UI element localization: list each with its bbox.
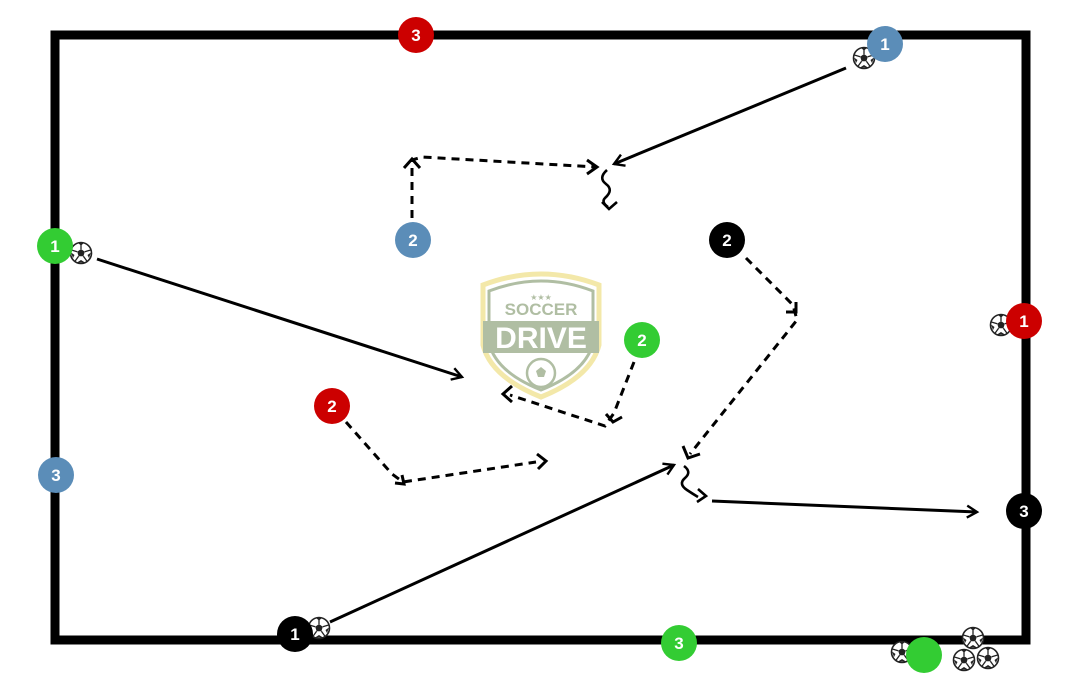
player-green-1: 1 — [37, 228, 73, 264]
player-blue-3: 3 — [38, 457, 74, 493]
player-black-3: 3 — [1006, 493, 1042, 529]
dribble-top — [600, 169, 612, 209]
pass-green1-to-center — [96, 257, 462, 377]
pass-dribble-to-black3 — [711, 499, 977, 512]
svg-text:3: 3 — [1019, 502, 1028, 521]
svg-text:2: 2 — [327, 397, 336, 416]
ball-corner-c — [952, 648, 976, 672]
player-red-2: 2 — [314, 388, 350, 424]
player-blue-1: 1 — [867, 26, 903, 62]
ball-corner-d — [976, 646, 1000, 670]
svg-text:1: 1 — [290, 625, 299, 644]
player-red-1: 1 — [1006, 303, 1042, 339]
svg-text:3: 3 — [674, 634, 683, 653]
dribble-bottom — [680, 464, 699, 499]
player-black-1: 1 — [277, 616, 313, 652]
svg-text:3: 3 — [51, 466, 60, 485]
svg-text:1: 1 — [1019, 312, 1028, 331]
svg-text:2: 2 — [408, 231, 417, 250]
svg-text:1: 1 — [880, 35, 889, 54]
run-red2 — [344, 421, 537, 484]
player-red-3-top: 3 — [398, 17, 434, 53]
player-green-3: 3 — [661, 625, 697, 661]
run-black2 — [688, 256, 799, 455]
player-green-extra — [906, 637, 942, 673]
player-black-2: 2 — [709, 222, 745, 258]
ball-corner-b — [961, 626, 985, 650]
ball-green-1 — [69, 241, 93, 265]
player-green-2: 2 — [624, 322, 660, 358]
logo-word-soccer: SOCCER — [505, 300, 578, 319]
soccer-drive-logo: ★★★ SOCCER DRIVE — [480, 271, 602, 400]
svg-text:2: 2 — [637, 331, 646, 350]
player-blue-2: 2 — [395, 222, 431, 258]
svg-text:1: 1 — [50, 237, 59, 256]
run-blue2 — [410, 155, 597, 218]
svg-text:3: 3 — [411, 26, 420, 45]
pass-black1-to-center — [329, 465, 674, 624]
svg-text:2: 2 — [722, 231, 731, 250]
pass-blue1-to-center — [614, 66, 847, 164]
logo-word-drive: DRIVE — [495, 322, 587, 355]
logo-stars: ★★★ — [530, 293, 552, 302]
